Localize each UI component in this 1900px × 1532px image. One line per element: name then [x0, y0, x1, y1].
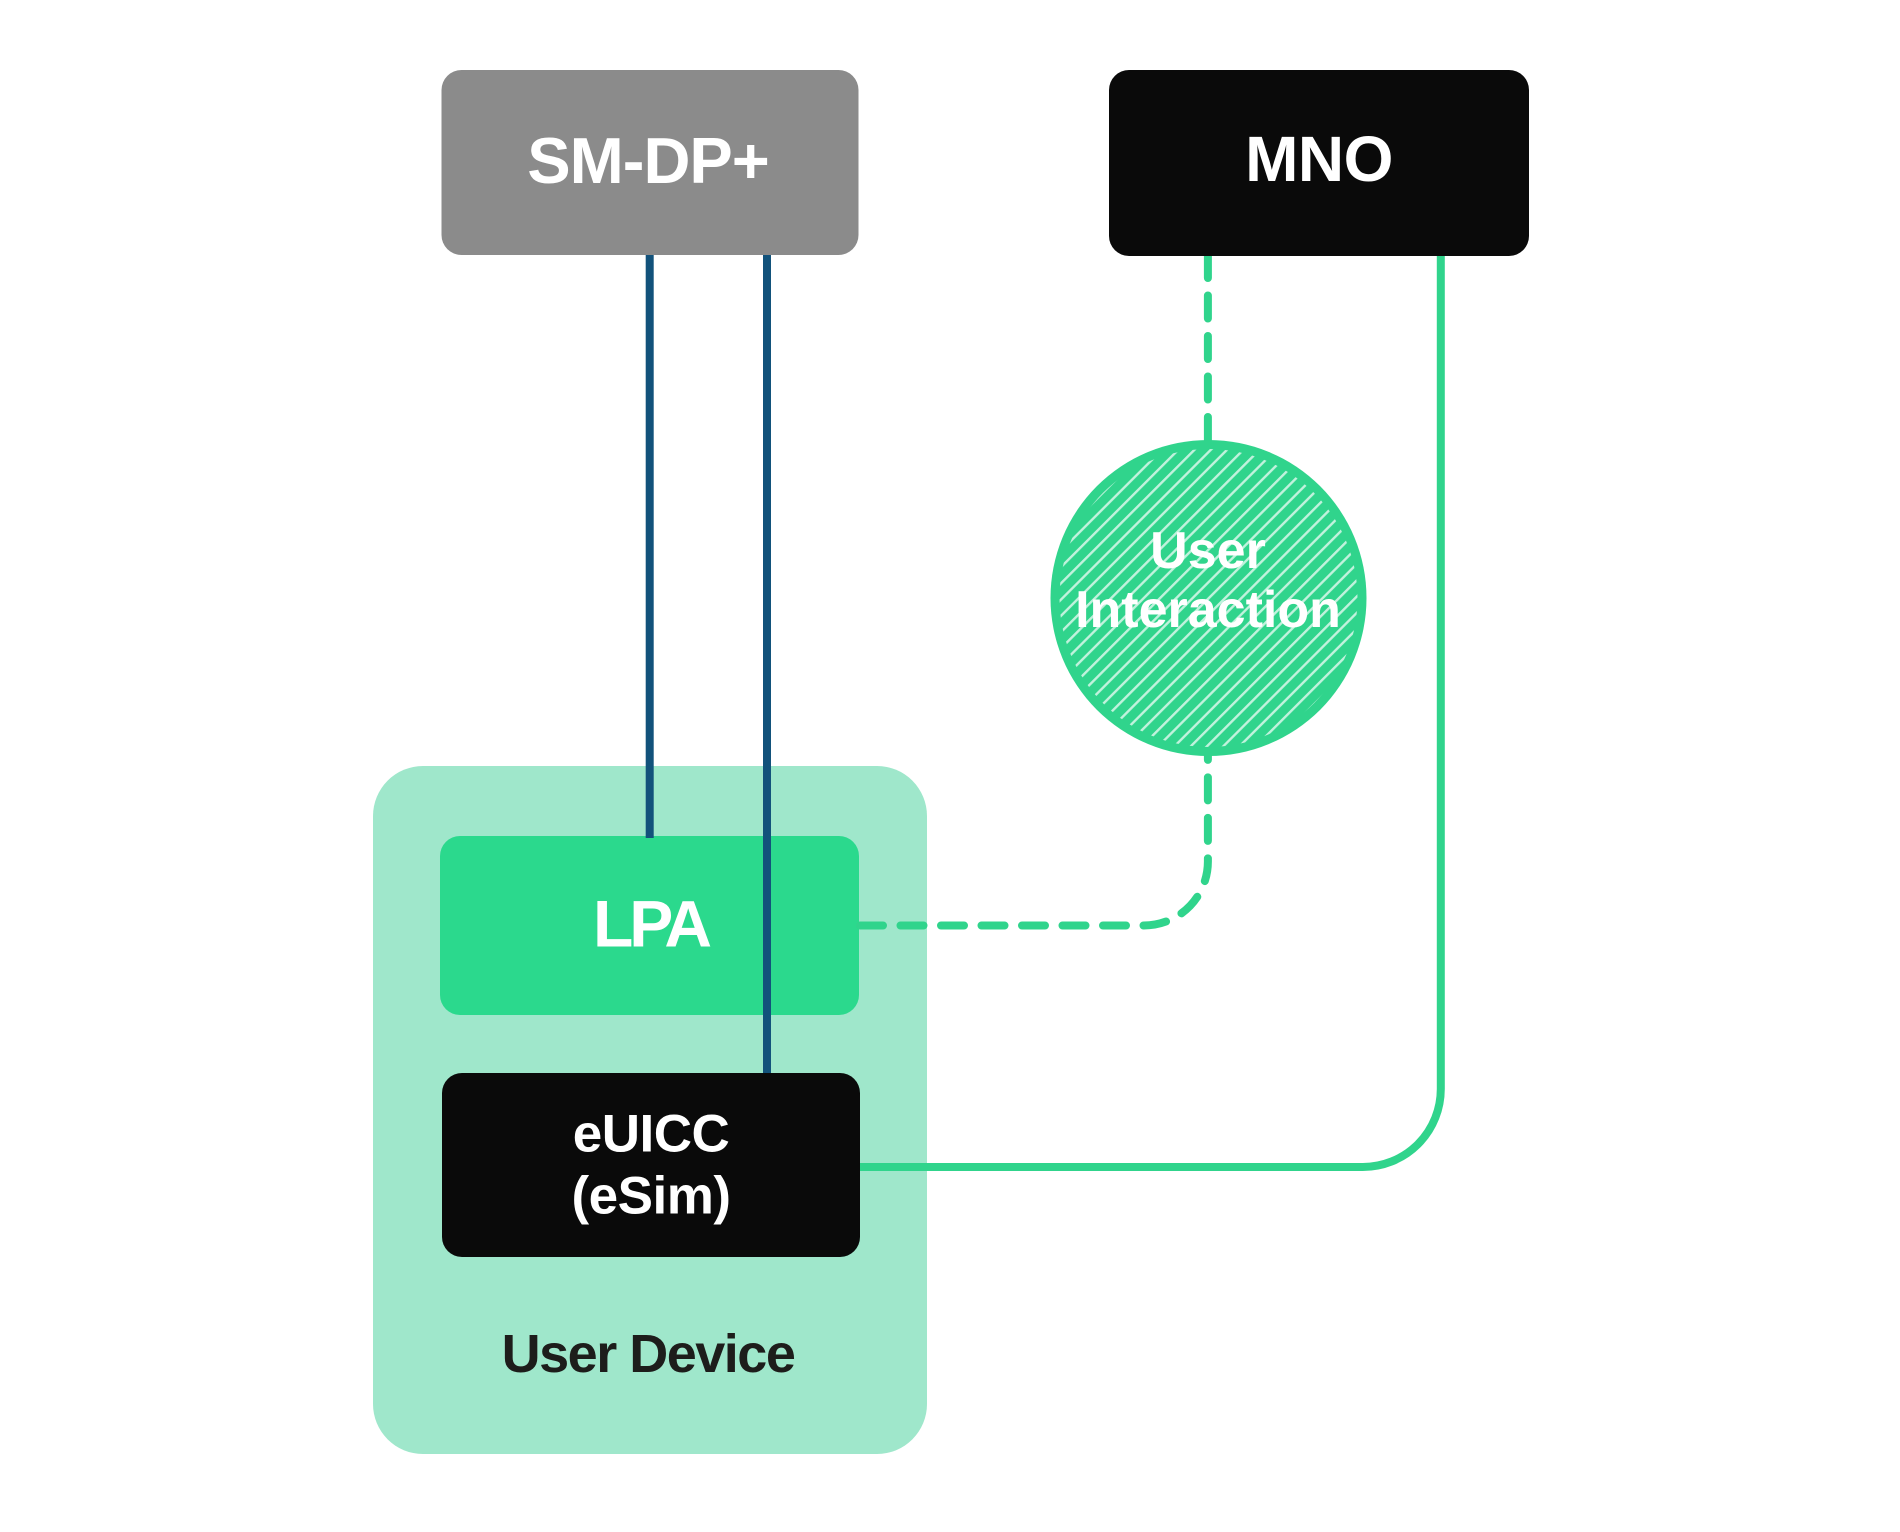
svg-text:(eSim): (eSim) — [572, 1167, 731, 1226]
svg-text:LPA: LPA — [593, 887, 710, 961]
svg-text:User Device: User Device — [502, 1324, 795, 1384]
svg-text:SM-DP+: SM-DP+ — [527, 124, 768, 197]
svg-text:MNO: MNO — [1245, 123, 1393, 195]
svg-text:Interaction: Interaction — [1075, 581, 1341, 639]
svg-text:eUICC: eUICC — [573, 1105, 730, 1164]
svg-text:User: User — [1150, 522, 1266, 580]
